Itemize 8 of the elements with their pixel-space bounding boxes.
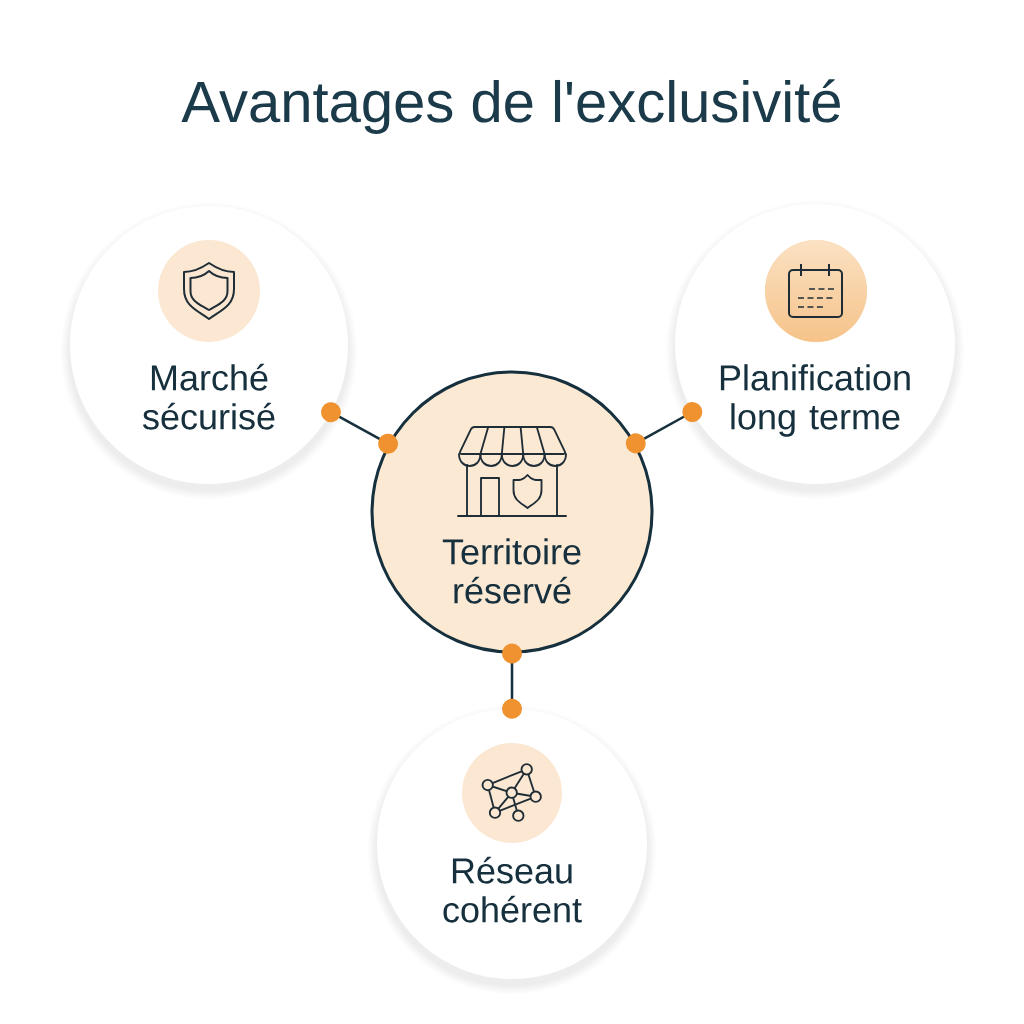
circle-node: Territoire réservé [370, 370, 654, 654]
node-label: Marché sécurisé [142, 363, 275, 430]
connector [320, 402, 399, 454]
node-label: Planification long terme [720, 364, 910, 437]
node-label: Réseau cohérent [443, 856, 582, 923]
connector [502, 643, 522, 719]
connector [625, 402, 703, 454]
title: Avantages de l'exclusivité [181, 79, 840, 135]
